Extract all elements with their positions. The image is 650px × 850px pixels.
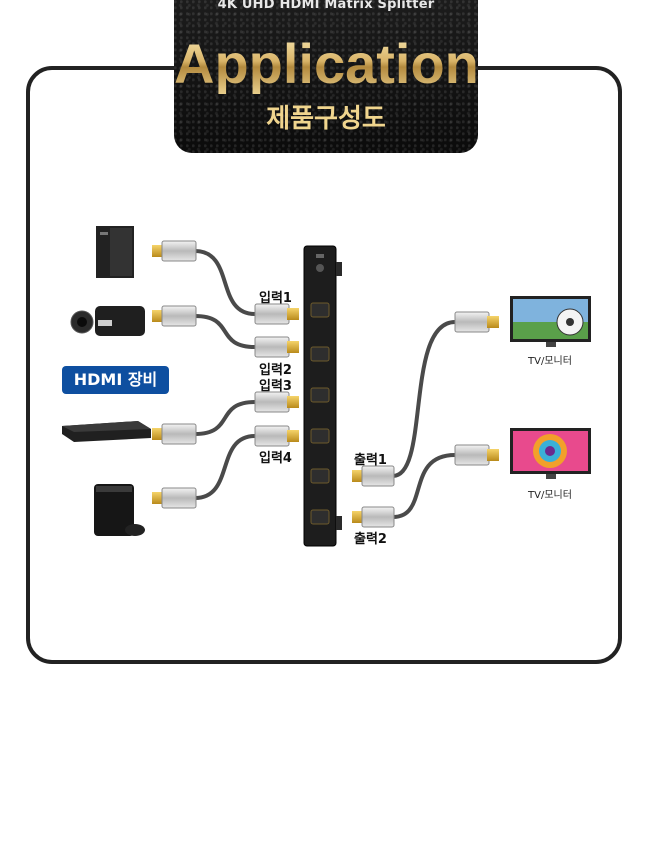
cable-input-1 xyxy=(193,249,257,316)
cable-input-4 xyxy=(193,434,257,500)
input-label-4: 입력4 xyxy=(259,451,292,466)
output-label-2: 출력2 xyxy=(354,532,387,547)
cable-input-3 xyxy=(193,400,257,436)
hdmi-devices-badge: HDMI 장비 xyxy=(62,366,169,394)
game-console-icon xyxy=(94,484,145,536)
cable-input-2 xyxy=(193,314,257,349)
cable-output-1 xyxy=(391,320,457,478)
header-banner: 4K UHD HDMI Matrix Splitter Application … xyxy=(174,0,478,153)
plug-input-2 xyxy=(254,336,299,358)
plug-input-4 xyxy=(254,425,299,447)
display-label-1: TV/모니터 xyxy=(528,356,572,367)
plug-input-3 xyxy=(254,391,299,413)
cable-output-2 xyxy=(391,453,457,519)
plug-device-2 xyxy=(152,305,197,327)
bluray-player-icon xyxy=(62,421,151,442)
plug-display-2 xyxy=(454,444,499,466)
input-label-2: 입력2 xyxy=(259,363,292,378)
tv-soccer-icon xyxy=(510,296,591,347)
plug-device-1 xyxy=(152,240,197,262)
header-subtitle: 4K UHD HDMI Matrix Splitter xyxy=(217,0,435,12)
input-label-1: 입력1 xyxy=(259,291,292,306)
header-title-korean: 제품구성도 xyxy=(266,104,386,134)
matrix-splitter-device xyxy=(303,245,342,547)
output-label-1: 출력1 xyxy=(354,453,387,468)
input-label-3: 입력3 xyxy=(259,379,292,394)
plug-input-1 xyxy=(254,303,299,325)
tv-flower-icon xyxy=(510,428,591,479)
display-label-2: TV/모니터 xyxy=(528,490,572,501)
plug-device-4 xyxy=(152,487,197,509)
camcorder-icon xyxy=(70,306,145,336)
plug-display-1 xyxy=(454,311,499,333)
plug-output-2 xyxy=(352,506,395,528)
header-title: Application xyxy=(174,32,478,95)
plug-output-1 xyxy=(352,465,395,487)
pc-tower-icon xyxy=(96,226,134,278)
plug-device-3 xyxy=(152,423,197,445)
